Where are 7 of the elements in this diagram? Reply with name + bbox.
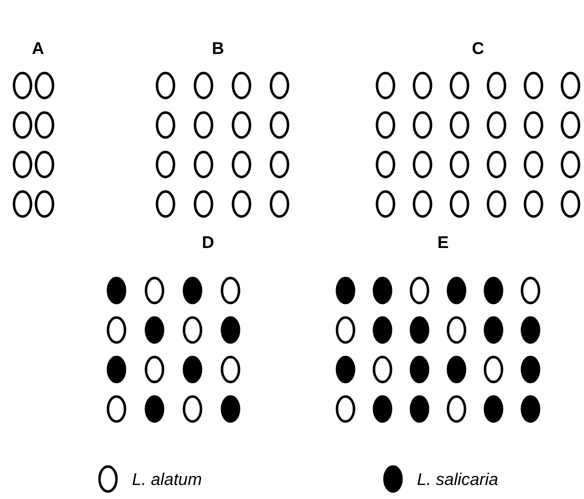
legend-label: L. salicaria — [417, 471, 498, 488]
legend-label: L. alatum — [132, 471, 202, 488]
panel-label: E — [437, 234, 449, 251]
panel-label: D — [202, 234, 214, 251]
panel-label: A — [32, 40, 44, 57]
panel-label: B — [212, 40, 224, 57]
panel-label: C — [472, 40, 484, 57]
